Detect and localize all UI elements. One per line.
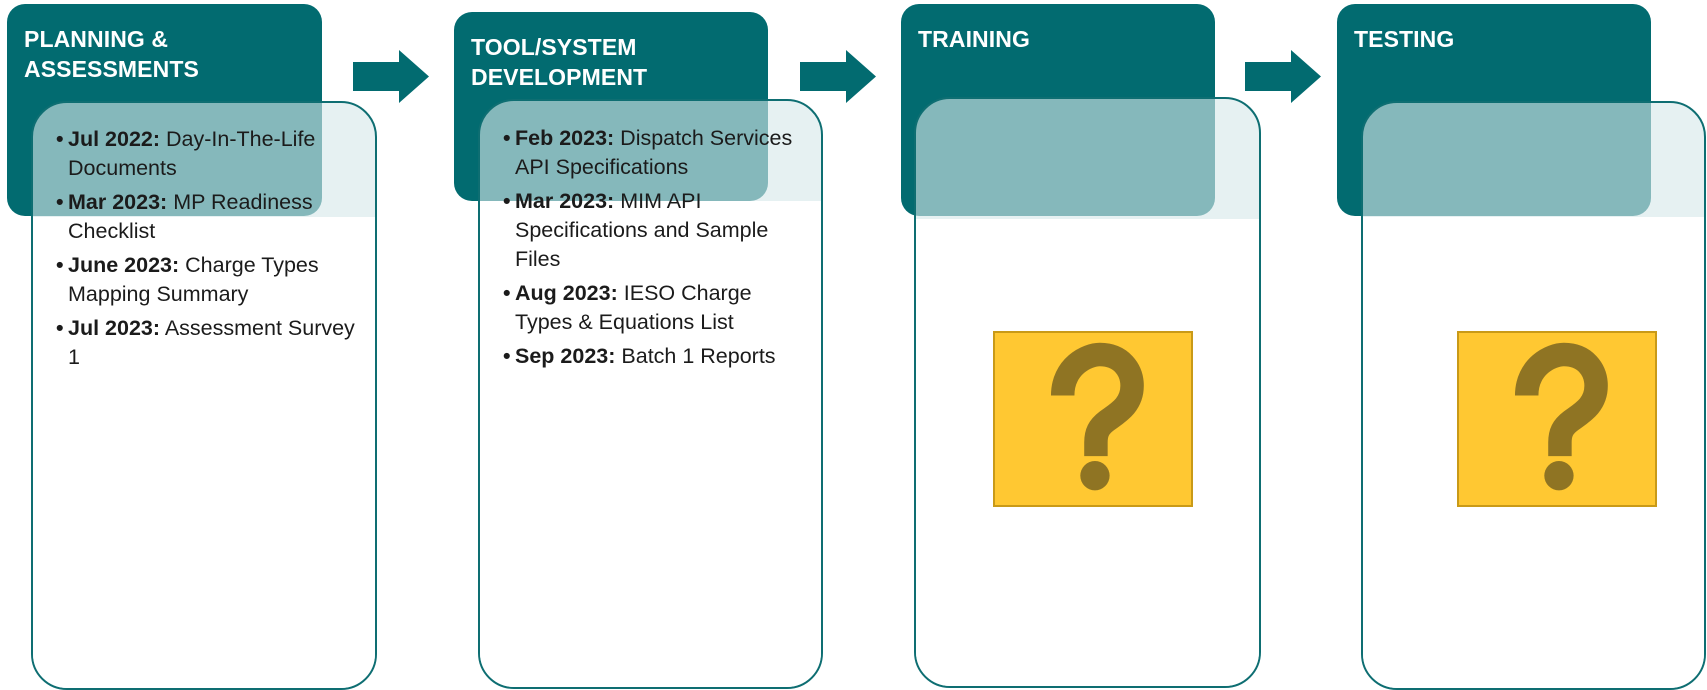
phase-card-planning [31,101,377,690]
bullet: • [503,281,511,305]
list-item: • Mar 2023: MP Readiness Checklist [56,188,357,246]
list-item: • Aug 2023: IESO Charge Types & Equation… [503,279,809,337]
item-date: Jul 2023: [68,316,161,340]
deliverables-list-development: • Feb 2023: Dispatch Services API Specif… [503,124,809,376]
item-text: Dispatch Services API Specifications [515,126,793,179]
list-item: • Jul 2022: Day-In-The-Life Documents [56,125,357,183]
deliverables-list-planning: • Jul 2022: Day-In-The-Life Documents • … [56,125,357,377]
question-mark-icon [1514,342,1608,491]
list-item: • Jul 2023: Assessment Survey 1 [56,314,357,372]
item-text: Batch 1 Reports [621,344,776,368]
bullet: • [503,189,511,213]
phase-title-line: ASSESSMENTS [24,56,199,82]
bullet: • [56,127,64,151]
bullet: • [503,344,511,368]
placeholder-box-training [993,331,1193,507]
item-text: Assessment Survey 1 [68,316,355,369]
phase-title-line: TOOL/SYSTEM [471,34,637,60]
flow-arrow-icon [1245,50,1321,103]
item-date: June 2023: [68,253,180,277]
item-text: Charge Types Mapping Summary [68,253,319,306]
flow-arrow-icon [800,50,876,103]
list-item: • Mar 2023: MIM API Specifications and S… [503,187,809,274]
phase-title-line: TRAINING [918,26,1030,52]
phase-card-training [914,97,1261,688]
item-date: Mar 2023: [68,190,168,214]
phase-title-line: DEVELOPMENT [471,64,648,90]
phase-card-development [478,99,823,689]
placeholder-box-testing [1457,331,1657,507]
phase-title-line: TESTING [1354,26,1455,52]
item-text: MP Readiness Checklist [68,190,313,243]
item-date: Aug 2023: [515,281,618,305]
item-date: Jul 2022: [68,127,161,151]
bullet: • [56,253,64,277]
card-background [480,201,821,687]
item-date: Mar 2023: [515,189,615,213]
item-text: Day-In-The-Life Documents [68,127,316,180]
list-item: • Feb 2023: Dispatch Services API Specif… [503,124,809,182]
item-text: IESO Charge Types & Equations List [515,281,752,334]
flow-arrow-icon [353,50,429,103]
item-text: MIM API Specifications and Sample Files [515,189,769,271]
phase-title-line: PLANNING & [24,26,169,52]
bullet: • [503,126,511,150]
question-mark-icon [1050,342,1144,491]
card-background [33,217,375,688]
item-date: Feb 2023: [515,126,615,150]
bullet: • [56,316,64,340]
bullet: • [56,190,64,214]
list-item: • June 2023: Charge Types Mapping Summar… [56,251,357,309]
list-item: • Sep 2023: Batch 1 Reports [503,342,809,371]
item-date: Sep 2023: [515,344,616,368]
